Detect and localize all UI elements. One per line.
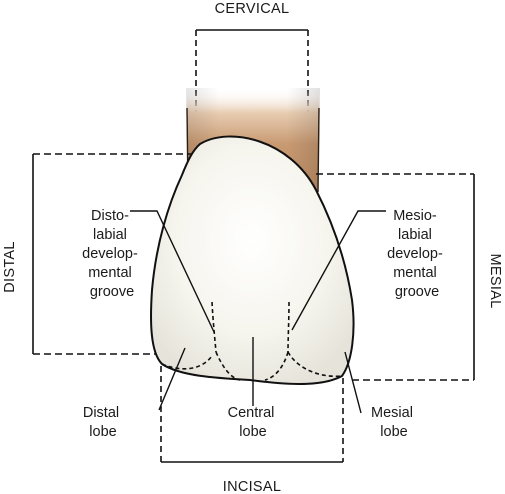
mesio-labial-groove-line <box>287 301 290 353</box>
leader-lines <box>130 210 386 414</box>
disto-labial-leader <box>130 210 215 333</box>
disto-labial-groove-line <box>211 301 217 353</box>
central-lobe-left-outline <box>215 351 241 381</box>
tooth-crown <box>150 135 355 385</box>
disto-labial-groove-label: Disto- labial develop- mental groove <box>82 208 142 300</box>
distal-bracket <box>32 153 196 355</box>
mesial-label: MESIAL <box>487 254 503 309</box>
distal-lobe-outline <box>161 355 213 370</box>
distal-lobe-leader <box>158 347 186 411</box>
mesial-lobe-outline <box>287 351 343 378</box>
incisal-bracket <box>160 366 344 463</box>
mesio-labial-leader <box>291 210 386 331</box>
central-lobe-label: Central lobe <box>228 405 279 440</box>
mesio-labial-groove-label: Mesio- labial develop- mental groove <box>387 208 447 300</box>
central-lobe-right-outline <box>264 351 289 381</box>
mesial-bracket <box>316 173 475 381</box>
incisal-label: INCISAL <box>223 479 282 494</box>
distal-lobe-label: Distal lobe <box>83 405 123 440</box>
mesial-lobe-leader <box>344 351 362 414</box>
developmental-grooves <box>161 301 343 381</box>
mesial-lobe-label: Mesial lobe <box>371 405 417 440</box>
distal-label: DISTAL <box>2 241 18 293</box>
cervical-label: CERVICAL <box>215 1 290 17</box>
